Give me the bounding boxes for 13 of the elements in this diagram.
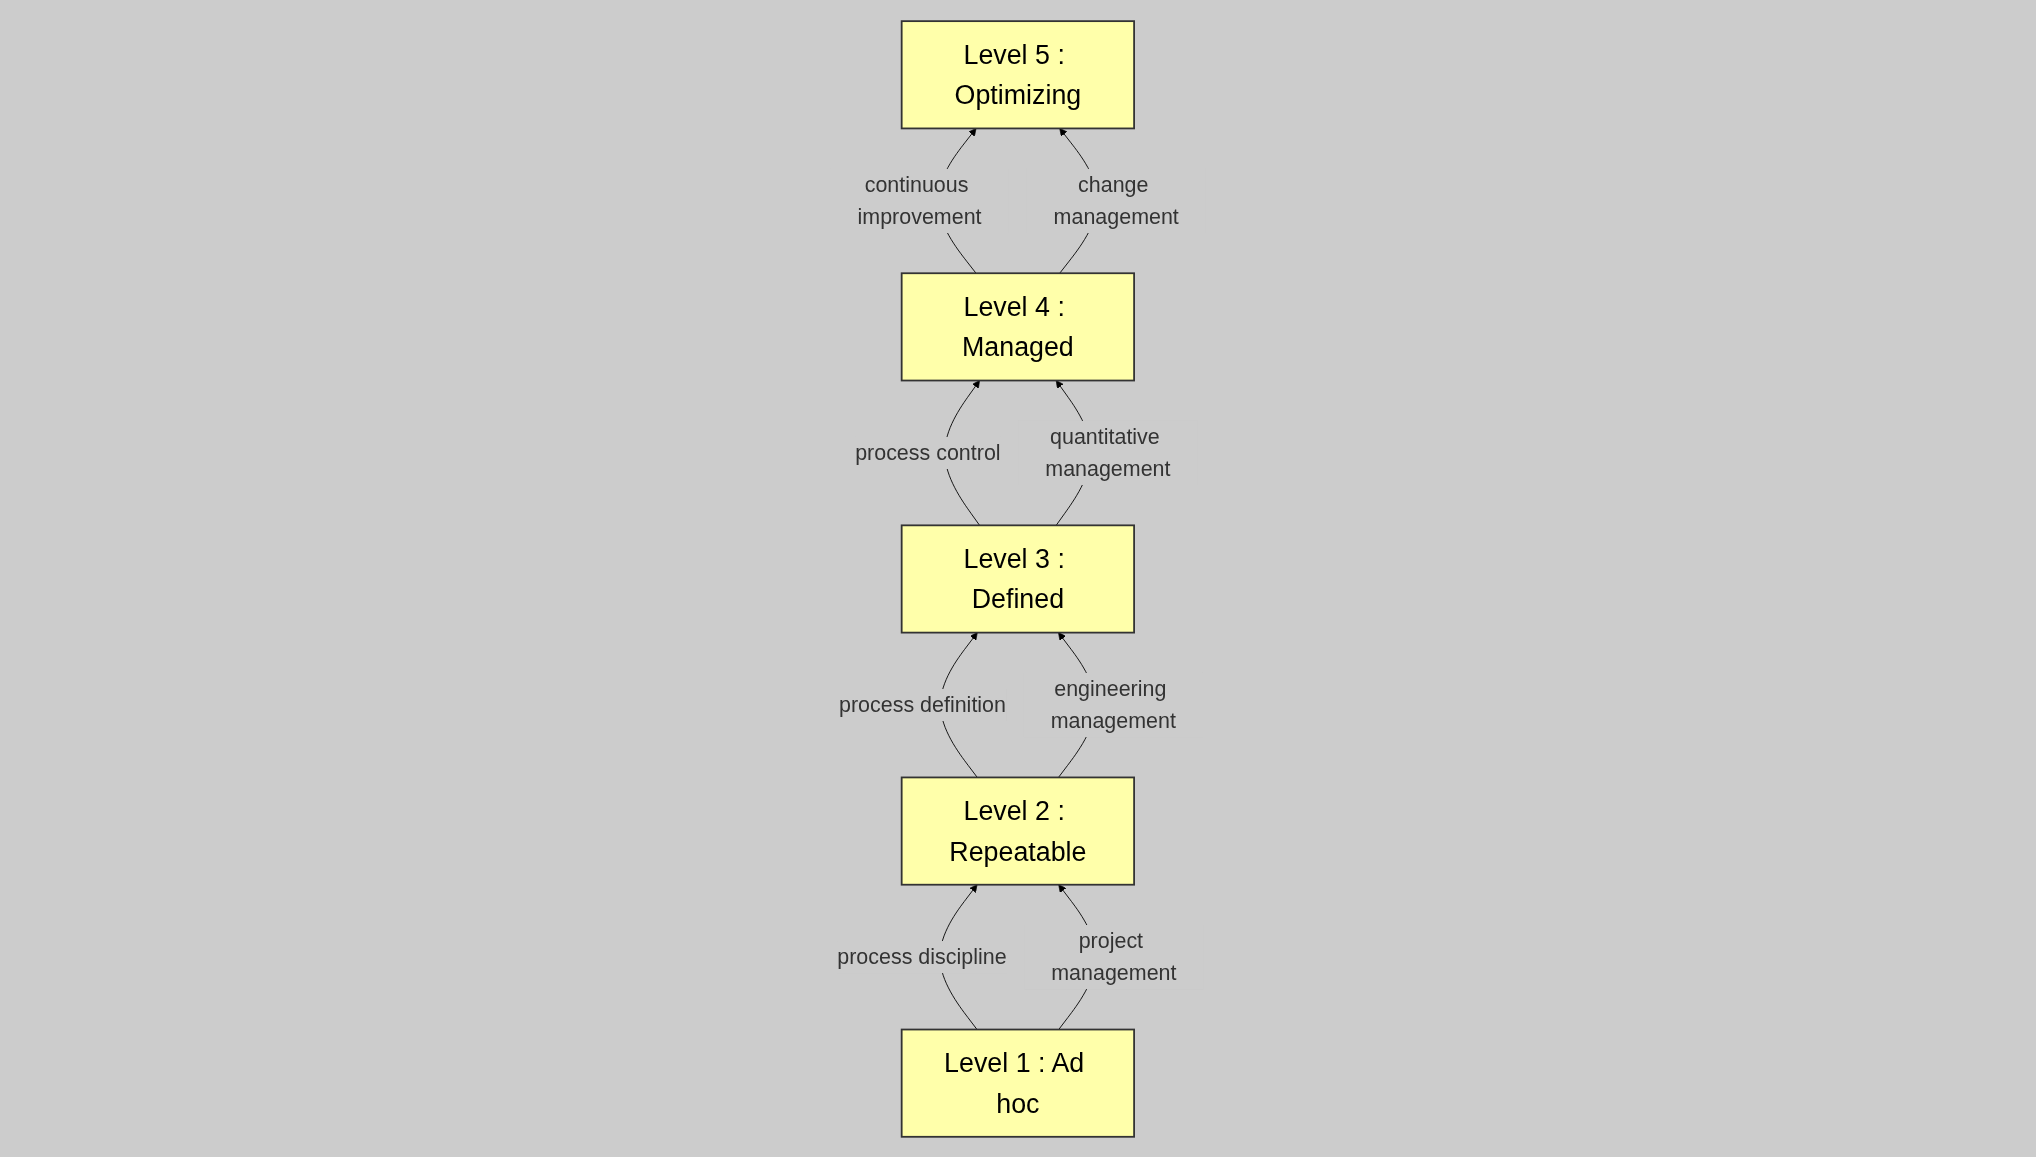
node-box: Level 3 : Defined bbox=[900, 523, 1136, 634]
edge-label: quantitative management bbox=[1045, 423, 1171, 481]
node-box: Level 5 : Optimizing bbox=[900, 19, 1136, 129]
edge-label: change management bbox=[1053, 171, 1179, 229]
node-box: Level 2 : Repeatable bbox=[900, 776, 1136, 886]
edge-label: process definition bbox=[839, 692, 1007, 717]
edge-label: engineering management bbox=[1050, 675, 1176, 733]
edge-label: project management bbox=[1051, 928, 1177, 985]
edge-label: continuous improvement bbox=[857, 171, 982, 229]
node-box: Level 1 : Ad hoc bbox=[900, 1028, 1136, 1138]
edge-label: process discipline bbox=[837, 944, 1007, 969]
edge-label: process control bbox=[855, 439, 1001, 465]
node-box: Level 4 : Managed bbox=[900, 271, 1136, 381]
